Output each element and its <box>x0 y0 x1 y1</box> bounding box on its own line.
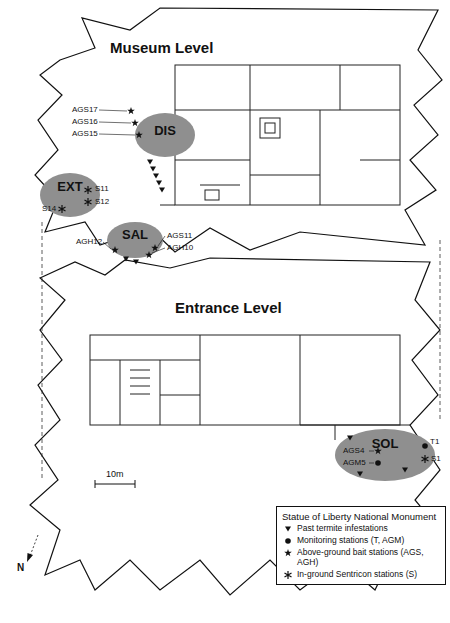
zone-code: SAL <box>122 228 148 241</box>
zone-shading <box>335 429 435 481</box>
legend-entry: Monitoring stations (T, AGM) <box>282 536 440 546</box>
bait-station-symbols <box>111 107 382 454</box>
leader-lines <box>99 110 374 463</box>
sentricon-symbols <box>59 186 429 463</box>
station-label: S1 <box>431 455 441 463</box>
station-label: AGS11 <box>167 232 192 240</box>
legend-title: Statue of Liberty National Monument <box>282 511 440 522</box>
station-label: T1 <box>430 438 439 446</box>
scale-bar <box>95 480 135 488</box>
station-label: AGS4 <box>343 447 364 455</box>
station-label: AGH12 <box>76 238 102 246</box>
legend-box: Statue of Liberty National MonumentPast … <box>276 506 446 585</box>
level-name: Entrance Level <box>175 300 282 315</box>
legend-symbol <box>282 536 294 546</box>
infestation-symbols <box>123 160 408 477</box>
station-label: AGS15 <box>72 130 98 138</box>
station-label: S11 <box>95 185 109 193</box>
legend-entry: In-ground Sentricon stations (S) <box>282 570 440 580</box>
legend-symbol <box>282 548 294 558</box>
station-label: AGM5 <box>343 459 366 467</box>
legend-text: Monitoring stations (T, AGM) <box>297 536 404 546</box>
legend-text: Past termite infestations <box>297 524 388 534</box>
legend-text: In-ground Sentricon stations (S) <box>297 570 417 580</box>
level-outline <box>30 258 440 595</box>
level-name: Museum Level <box>110 40 213 55</box>
legend-symbol <box>282 524 294 534</box>
infestation-zone: SOL <box>335 429 435 481</box>
station-label: AGS17 <box>72 106 98 114</box>
zone-shading <box>40 173 100 217</box>
legend-entry: Above-ground bait stations (AGS, AGH) <box>282 548 440 568</box>
legend-text: Above-ground bait stations (AGS, AGH) <box>297 548 440 568</box>
level-outline <box>35 8 442 252</box>
zone-shading <box>135 113 195 157</box>
zone-code: EXT <box>57 180 82 193</box>
station-label: AGH10 <box>167 244 193 252</box>
zone-shading <box>107 222 163 258</box>
north-label: N <box>17 563 24 573</box>
station-label: AGS16 <box>72 118 98 126</box>
legend-symbol <box>282 570 294 580</box>
station-label: S14 <box>42 205 56 213</box>
legend-entry: Past termite infestations <box>282 524 440 534</box>
north-arrow <box>27 535 38 562</box>
station-label: S12 <box>95 198 109 206</box>
zone-code: SOL <box>372 437 399 450</box>
infestation-zone: SAL <box>107 222 163 258</box>
zone-code: DIS <box>154 124 176 137</box>
infestation-zone: DIS <box>135 113 195 157</box>
scale-label: 10m <box>106 470 124 479</box>
